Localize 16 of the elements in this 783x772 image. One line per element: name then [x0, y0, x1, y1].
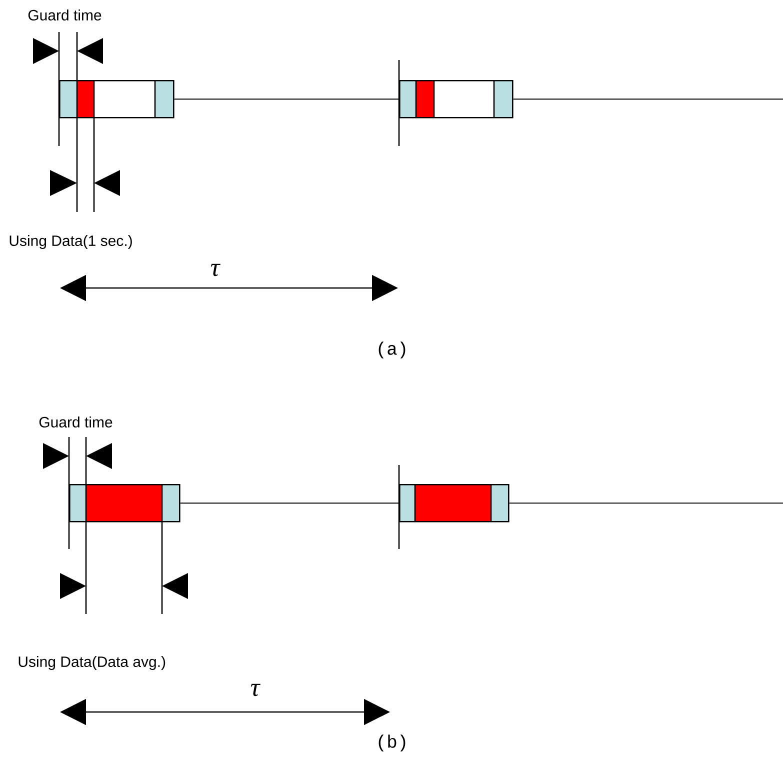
dimension-label: Guard time — [28, 10, 102, 20]
dimension-label: Using Data(1 sec.) — [10, 235, 132, 249]
panel-label: (b) — [378, 734, 406, 752]
dimension-label: Using Data(Data avg.) — [18, 656, 166, 670]
connector-line — [174, 98, 400, 100]
frame-box — [399, 484, 510, 522]
dimension-label: Guard time — [39, 416, 112, 428]
dimension-label: τ — [210, 264, 220, 276]
frame-box — [399, 80, 514, 118]
frame-box — [59, 80, 174, 118]
dimension-label: τ — [250, 684, 260, 696]
connector-line — [180, 502, 400, 504]
panel-label: (a) — [378, 342, 406, 358]
connector-line — [508, 502, 783, 504]
frame-box — [69, 484, 180, 522]
connector-line — [512, 98, 783, 100]
